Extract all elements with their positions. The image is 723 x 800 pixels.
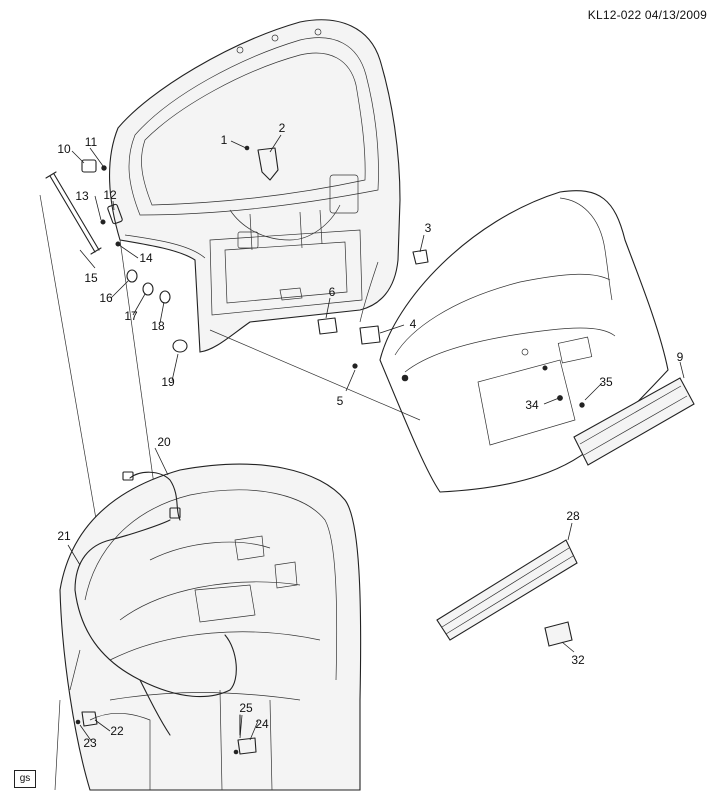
- callout-5: 5: [336, 394, 344, 408]
- callout-3: 3: [424, 221, 432, 235]
- callout-1: 1: [220, 133, 228, 147]
- callout-32: 32: [571, 653, 585, 667]
- callout-16: 16: [99, 291, 113, 305]
- liftgate-strut: [45, 171, 102, 255]
- liftgate-outer-panel: [379, 190, 669, 493]
- callout-35: 35: [599, 375, 613, 389]
- callout-9: 9: [676, 350, 684, 364]
- callout-23: 23: [83, 736, 97, 750]
- callout-34: 34: [525, 398, 539, 412]
- callout-4: 4: [409, 317, 417, 331]
- callout-6: 6: [328, 285, 336, 299]
- callout-14: 14: [139, 251, 153, 265]
- bowtie-emblem: [544, 621, 575, 653]
- callout-25: 25: [239, 701, 253, 715]
- callout-28: 28: [566, 509, 580, 523]
- callout-2: 2: [278, 121, 286, 135]
- callout-20: 20: [157, 435, 171, 449]
- callout-11: 11: [84, 135, 98, 149]
- callout-10: 10: [57, 142, 71, 156]
- rear-garnish-moulding: [436, 522, 578, 641]
- callout-19: 19: [161, 375, 175, 389]
- callout-17: 17: [124, 309, 138, 323]
- rear-body-structure: [54, 463, 362, 791]
- callout-18: 18: [151, 319, 165, 333]
- hinge-bracket: [81, 159, 123, 247]
- callout-24: 24: [255, 717, 269, 731]
- gs-label: gs: [14, 770, 36, 788]
- callout-15: 15: [84, 271, 98, 285]
- liftgate-inner-panel: [108, 19, 401, 353]
- lower-fasteners: [67, 447, 259, 755]
- callout-22: 22: [110, 724, 124, 738]
- liftgate-latch: [317, 249, 429, 369]
- callout-12: 12: [103, 188, 117, 202]
- callout-13: 13: [75, 189, 89, 203]
- drawing-id-date: KL12-022 04/13/2009: [587, 8, 707, 22]
- callout-21: 21: [57, 529, 71, 543]
- liftgate-applique: [543, 361, 695, 466]
- leader-lines-upper: [39, 134, 425, 601]
- liftgate-bumpers: [126, 269, 188, 353]
- wiring-harness: [74, 471, 241, 736]
